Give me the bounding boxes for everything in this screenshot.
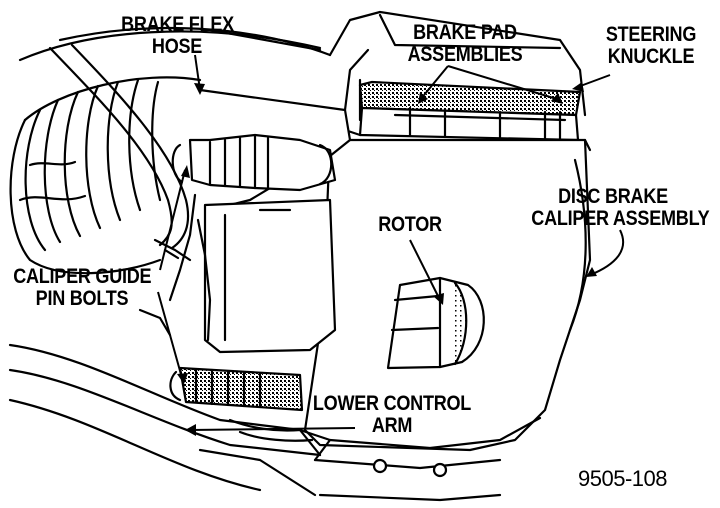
figure-number: 9505-108 [578,466,667,491]
label-steering-knuckle: STEERING KNUCKLE [605,23,697,68]
leader-pad-left [419,65,449,101]
leader-guide-pin-upper [159,169,186,271]
crossmember [298,416,542,502]
lower-bushing [169,366,304,412]
leader-guide-pin-lower [157,291,183,379]
rotor-window [386,276,485,370]
leader-pad-right [447,65,561,101]
label-disc-brake-caliper-assembly: DISC BRAKE CALIPER ASSEMBLY [531,185,710,230]
label-brake-pad-assemblies: BRAKE PAD ASSEMBLIES [407,21,523,66]
label-rotor: ROTOR [378,213,442,236]
leader-rotor [409,239,441,301]
guide-pin-bolts [138,193,212,342]
background-linework [18,26,332,62]
label-caliper-guide-pin-bolts: CALIPER GUIDE PIN BOLTS [13,265,152,310]
lower-control-arm [8,343,322,497]
leader-lower-control-arm [189,427,356,431]
rotor-hub [203,198,337,354]
brake-pad-assemblies [358,80,582,142]
label-brake-flex-hose: BRAKE FLEX HOSE [121,13,234,58]
leader-caliper [589,229,625,276]
arrowheads [177,82,597,436]
axle-boot [9,76,202,275]
label-lower-control-arm: LOWER CONTROL ARM [312,392,472,437]
